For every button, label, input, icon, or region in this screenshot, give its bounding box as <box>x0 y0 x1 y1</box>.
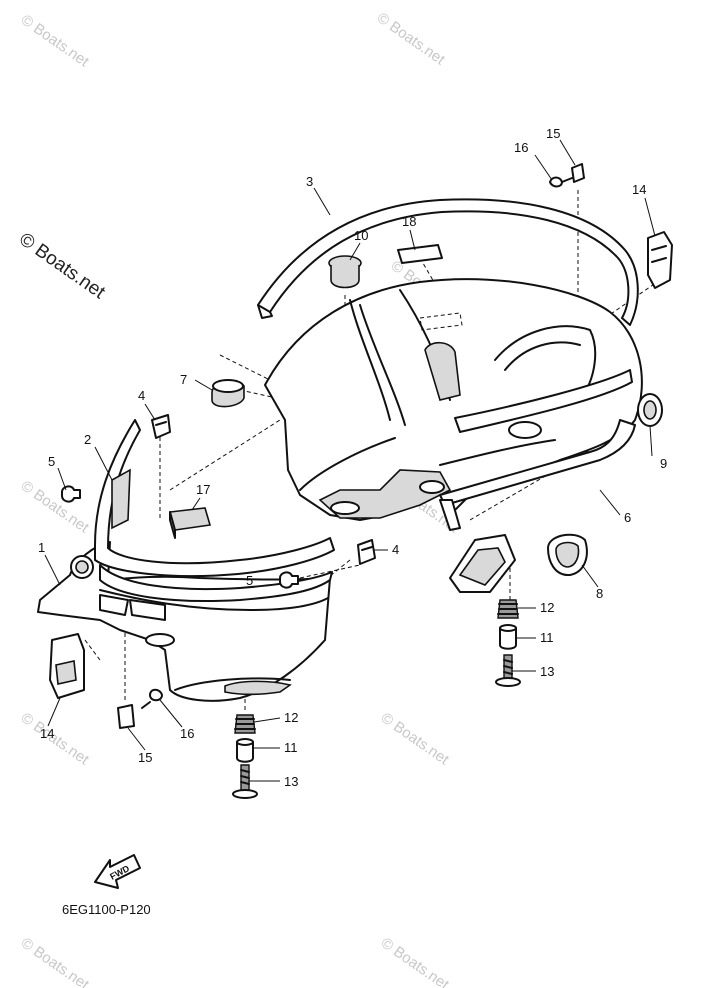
grommet-right <box>637 393 663 427</box>
callout-14: 14 <box>40 726 54 741</box>
mount-bracket <box>449 534 516 593</box>
seal-strip-lower <box>439 369 636 531</box>
callout-10: 10 <box>354 228 368 243</box>
callout-13: 13 <box>540 664 554 679</box>
watermark-main: © Boats.net <box>15 229 109 304</box>
callout-2: 2 <box>84 432 91 447</box>
watermark: © Boats.net <box>18 477 93 536</box>
foam-pad <box>168 507 212 539</box>
watermark: © Boats.net <box>18 11 93 70</box>
seal-strip-upper <box>257 198 639 326</box>
rubber-seal <box>547 533 588 577</box>
callout-15: 15 <box>138 750 152 765</box>
callout-13: 13 <box>284 774 298 789</box>
lock-lever-lower <box>49 633 85 699</box>
callout-3: 3 <box>306 174 313 189</box>
callout-5: 5 <box>246 573 253 588</box>
callout-11: 11 <box>540 630 554 645</box>
clip-4-lower <box>357 539 376 565</box>
callout-1: 1 <box>38 540 45 555</box>
callout-4: 4 <box>138 388 145 403</box>
callout-15: 15 <box>546 126 560 141</box>
seal-strip-left <box>94 419 335 603</box>
callout-16: 16 <box>514 140 528 155</box>
label-sticker <box>397 244 463 331</box>
watermark: © Boats.net <box>18 934 93 988</box>
watermark: © Boats.net <box>18 709 93 768</box>
callout-14: 14 <box>632 182 646 197</box>
bottom-cowling-rear <box>264 278 643 521</box>
clip-upper <box>549 163 585 188</box>
watermark: © Boats.net <box>374 9 449 68</box>
callout-7: 7 <box>180 372 187 387</box>
callout-17: 17 <box>196 482 210 497</box>
forward-arrow-icon: FWD <box>94 854 141 889</box>
callout-18: 18 <box>402 214 416 229</box>
callout-12: 12 <box>284 710 298 725</box>
drawing-code: 6EG1100-P120 <box>62 902 151 917</box>
lock-lever-upper <box>647 231 673 289</box>
rubber-plug <box>211 379 245 408</box>
grommet <box>328 255 362 289</box>
callout-5: 5 <box>48 454 55 469</box>
clip-lower <box>117 688 163 729</box>
callout-8: 8 <box>596 586 603 601</box>
watermark: © Boats.net <box>378 934 453 988</box>
callout-6: 6 <box>624 510 631 525</box>
screw-5-lower <box>279 571 299 589</box>
callouts: 1 2 3 4 4 5 5 6 7 8 9 10 11 11 12 12 13 … <box>38 126 667 789</box>
callout-16: 16 <box>180 726 194 741</box>
callout-9: 9 <box>660 456 667 471</box>
callout-11: 11 <box>284 740 298 755</box>
leader-lines <box>44 139 656 782</box>
bolt-stack-left <box>232 714 258 799</box>
screw-5-upper <box>61 485 81 503</box>
bolt-stack-right <box>495 599 521 687</box>
callout-4: 4 <box>392 542 399 557</box>
clip-4-upper <box>151 414 171 439</box>
callout-12: 12 <box>540 600 554 615</box>
watermark: © Boats.net <box>378 709 453 768</box>
